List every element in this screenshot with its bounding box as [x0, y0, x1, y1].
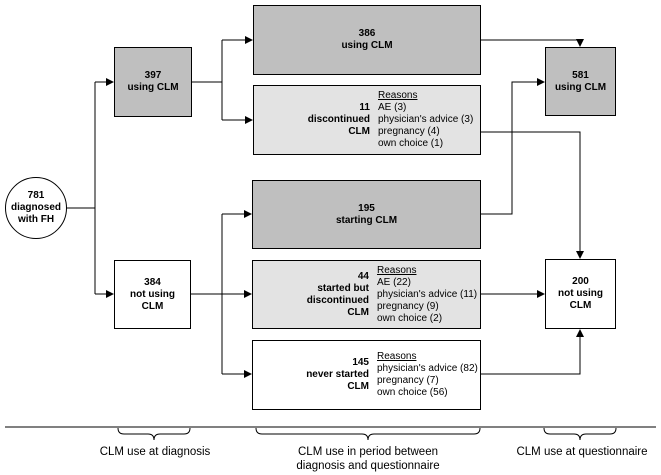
reason-item: own choice (1): [378, 138, 444, 149]
reasons-list: Reasons AE (3) physician's advice (3) pr…: [378, 90, 473, 150]
reasons-header: Reasons: [377, 351, 417, 362]
reason-item: AE (3): [378, 102, 407, 113]
node-count: 581: [572, 69, 589, 81]
node-label: starting CLM: [335, 214, 398, 226]
node-label-block: 11 discontinued CLM: [254, 102, 378, 138]
node-label: with FH: [17, 214, 55, 225]
node-count: 195: [358, 202, 375, 214]
timeline-label-at-diagnosis: CLM use at diagnosis: [94, 445, 216, 459]
node-label: not using: [130, 288, 175, 300]
node-label-block: 145 never started CLM: [253, 357, 377, 393]
node-397-using-clm: 397 using CLM: [114, 47, 192, 117]
node-581-using-clm: 581 using CLM: [545, 47, 616, 116]
node-label: using CLM: [554, 81, 607, 93]
brace-at-questionnaire: [543, 427, 617, 441]
node-label-block: 44 started but discontinued CLM: [253, 271, 377, 319]
node-count: 200: [572, 276, 589, 287]
node-386-using-clm: 386 using CLM: [253, 5, 481, 75]
node-label: started but: [317, 282, 369, 294]
reason-item: pregnancy (7): [377, 375, 439, 386]
reason-item: physician's advice (11): [377, 288, 478, 300]
node-count: 44: [357, 270, 369, 282]
node-label: CLM: [348, 126, 370, 137]
node-count: 11: [359, 102, 370, 113]
reasons-list: Reasons AE (22) physician's advice (11) …: [377, 265, 477, 325]
node-label: diagnosed: [10, 202, 61, 213]
node-145-never-started: 145 never started CLM Reasons physician'…: [252, 340, 481, 410]
arrow-11-to-200: [481, 131, 584, 259]
node-384-not-using: 384 not using CLM: [114, 260, 191, 329]
node-count: 386: [358, 28, 376, 39]
timeline-text: CLM use in period between: [298, 446, 438, 458]
timeline-label-period: CLM use in period between diagnosis and …: [278, 445, 458, 473]
node-195-starting: 195 starting CLM: [252, 180, 481, 249]
brace-period: [255, 427, 481, 441]
node-count: 781: [27, 190, 45, 201]
node-11-discontinued: 11 discontinued CLM Reasons AE (3) physi…: [253, 85, 481, 155]
node-label: CLM: [141, 300, 164, 312]
arrow-386-to-581: [481, 39, 584, 47]
reason-item: pregnancy (9): [377, 300, 439, 312]
node-200-not-using: 200 not using CLM: [545, 259, 616, 329]
timeline-text: CLM use at diagnosis: [99, 446, 211, 458]
node-781-diagnosed: 781 diagnosed with FH: [5, 177, 67, 239]
node-count: 397: [144, 70, 162, 81]
brace-at-diagnosis: [117, 427, 191, 441]
node-label: using CLM: [127, 82, 179, 93]
timeline-text: CLM use at questionnaire: [516, 446, 648, 458]
node-44-started-discontinued: 44 started but discontinued CLM Reasons …: [252, 260, 481, 329]
reasons-list: Reasons physician's advice (82) pregnanc…: [377, 351, 478, 399]
node-label: using CLM: [341, 40, 393, 51]
reason-item: own choice (56): [377, 387, 448, 398]
arrow-145-to-200: [481, 329, 584, 375]
node-label: CLM: [347, 381, 369, 392]
arrow-195-to-581: [481, 78, 545, 215]
timeline-label-at-questionnaire: CLM use at questionnaire: [508, 445, 656, 459]
node-label: not using: [558, 288, 603, 299]
node-count: 384: [144, 276, 161, 288]
node-label: CLM: [347, 306, 369, 318]
node-label: never started: [306, 369, 369, 380]
node-count: 145: [352, 357, 369, 368]
reason-item: pregnancy (4): [378, 126, 440, 137]
node-label: CLM: [569, 300, 592, 311]
reasons-header: Reasons: [377, 264, 417, 276]
reason-item: own choice (2): [377, 312, 443, 324]
reason-item: AE (22): [377, 276, 411, 288]
reasons-header: Reasons: [378, 90, 418, 101]
reason-item: physician's advice (3): [378, 114, 474, 125]
timeline-text: diagnosis and questionnaire: [296, 460, 440, 472]
node-label: discontinued: [307, 114, 370, 125]
reason-item: physician's advice (82): [377, 363, 478, 374]
node-label: discontinued: [306, 294, 369, 306]
